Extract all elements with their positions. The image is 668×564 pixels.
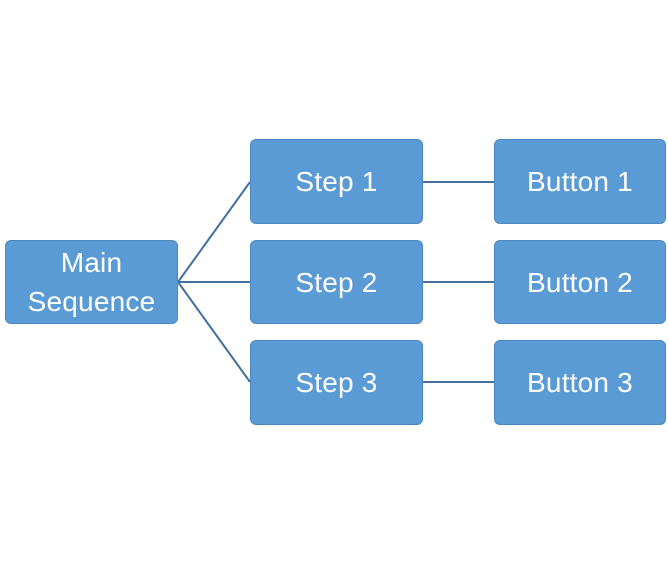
button-3-node: Button 3 <box>494 340 666 425</box>
main-sequence-label: Main Sequence <box>28 243 156 321</box>
step-2-node: Step 2 <box>250 240 423 324</box>
main-sequence-label-line-1: Main <box>60 247 123 278</box>
connector-main-to-step-1 <box>177 181 251 283</box>
button-2-node: Button 2 <box>494 240 666 324</box>
main-sequence-label-line-2: Sequence <box>27 286 156 317</box>
step-1-node: Step 1 <box>250 139 423 224</box>
step-3-label: Step 3 <box>295 367 378 398</box>
connector-main-to-step-3 <box>177 281 251 383</box>
button-1-node: Button 1 <box>494 139 666 224</box>
step-2-label: Step 2 <box>295 266 378 298</box>
step-3-node: Step 3 <box>250 340 423 425</box>
button-1-label: Button 1 <box>527 166 633 197</box>
step-1-label: Step 1 <box>295 166 378 197</box>
button-3-label: Button 3 <box>527 367 633 398</box>
button-2-label: Button 2 <box>527 266 633 298</box>
main-sequence-node: Main Sequence <box>5 240 178 324</box>
